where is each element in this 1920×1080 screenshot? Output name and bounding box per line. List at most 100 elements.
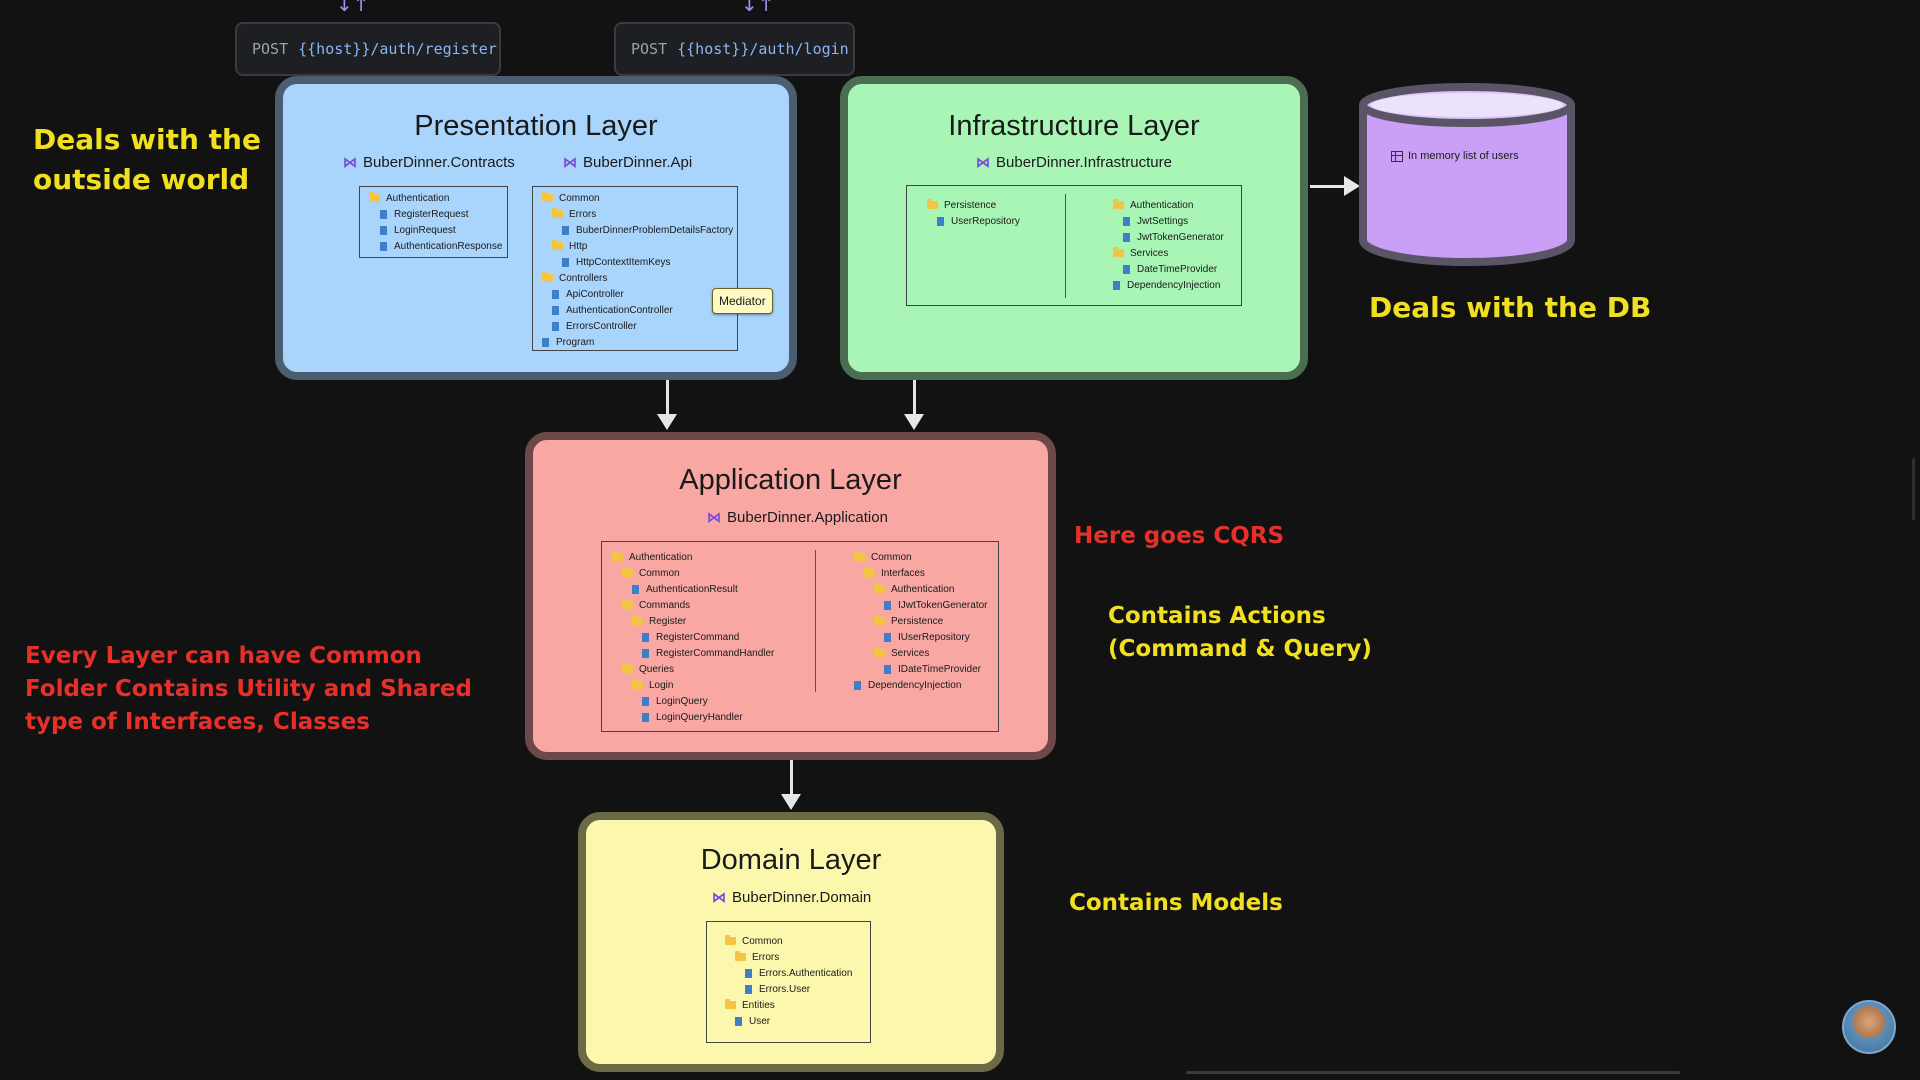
- folder-icon: [622, 567, 633, 577]
- login-request[interactable]: POST {{host}}/auth/login: [614, 22, 855, 76]
- note-actions-line1: Contains Actions: [1108, 603, 1326, 629]
- contracts-project-name: BuberDinner.Contracts: [363, 154, 515, 171]
- folder-icon: [854, 551, 865, 561]
- contracts-project: ⋈BuberDinner.Contracts: [343, 154, 515, 171]
- register-request[interactable]: POST {{host}}/auth/register: [235, 22, 501, 76]
- file-icon: [937, 216, 944, 226]
- tree-item: HttpContextItemKeys: [576, 256, 671, 268]
- tree-item: Controllers: [559, 272, 608, 284]
- file-icon: [884, 664, 891, 674]
- folder-icon: [927, 199, 938, 209]
- tree-item: Authentication: [386, 192, 450, 204]
- folder-icon: [1113, 247, 1124, 257]
- presentation-layer: Presentation Layer ⋈BuberDinner.Contract…: [275, 76, 797, 380]
- application-to-domain-head: [781, 794, 801, 810]
- file-icon: [1123, 216, 1130, 226]
- domain-tree: Common Errors Errors.Authentication Erro…: [706, 921, 871, 1043]
- folder-icon: [735, 951, 746, 961]
- infrastructure-tree: Persistence UserRepository Authenticatio…: [906, 185, 1242, 306]
- tree-item: Program: [556, 336, 595, 348]
- domain-project-name: BuberDinner.Domain: [732, 889, 872, 906]
- infrastructure-to-application-head: [904, 414, 924, 430]
- infra-to-db-arrow-line: [1310, 185, 1346, 188]
- side-scroll-handle[interactable]: [1912, 458, 1915, 520]
- scroll-indicator[interactable]: [1186, 1071, 1680, 1074]
- folder-icon: [874, 615, 885, 625]
- login-method: POST: [631, 40, 668, 58]
- tree-item: LoginQueryHandler: [656, 711, 743, 723]
- tree-item: Queries: [639, 663, 675, 675]
- folder-icon: [1113, 199, 1124, 209]
- api-tree: Common Errors BuberDinnerProblemDetailsF…: [532, 186, 738, 351]
- db-label: In memory list of users: [1391, 150, 1519, 162]
- tree-item: Persistence: [891, 615, 944, 627]
- infrastructure-to-application-line: [913, 380, 916, 416]
- note-outside-world: Deals with the outside world: [33, 120, 261, 200]
- tree-item: Common: [871, 551, 912, 563]
- tree-item: AuthenticationResult: [646, 583, 738, 595]
- folder-icon: [632, 615, 643, 625]
- file-icon: [552, 289, 559, 299]
- tree-item: BuberDinnerProblemDetailsFactory: [576, 224, 734, 236]
- visual-studio-icon: ⋈: [563, 154, 577, 170]
- tree-divider: [815, 550, 816, 692]
- folder-icon: [622, 663, 633, 673]
- domain-project: ⋈BuberDinner.Domain: [712, 889, 871, 906]
- db-label-text: In memory list of users: [1408, 150, 1519, 162]
- file-icon: [1113, 280, 1120, 290]
- tree-item: User: [749, 1015, 771, 1027]
- tree-item: Interfaces: [881, 567, 925, 579]
- folder-icon: [542, 192, 553, 202]
- visual-studio-icon: ⋈: [707, 509, 721, 525]
- database-cylinder: [1359, 83, 1575, 266]
- file-icon: [632, 584, 639, 594]
- infrastructure-project: ⋈BuberDinner.Infrastructure: [976, 154, 1172, 171]
- tree-item: JwtTokenGenerator: [1137, 231, 1224, 243]
- tree-item: Errors.Authentication: [759, 967, 853, 979]
- tree-item: IUserRepository: [898, 631, 970, 643]
- file-icon: [380, 209, 387, 219]
- note-db: Deals with the DB: [1369, 291, 1652, 324]
- presentation-layer-title: Presentation Layer: [414, 110, 658, 142]
- file-icon: [642, 648, 649, 658]
- application-tree: Authentication Common AuthenticationResu…: [601, 541, 999, 732]
- login-url: {{host}}/auth/login: [677, 40, 849, 58]
- tree-item: DependencyInjection: [868, 679, 962, 691]
- folder-icon: [552, 208, 563, 218]
- tree-item: Services: [1130, 247, 1169, 259]
- file-icon: [562, 257, 569, 267]
- infrastructure-layer: Infrastructure Layer ⋈BuberDinner.Infras…: [840, 76, 1308, 380]
- tree-item: AuthenticationResponse: [394, 240, 503, 252]
- domain-layer: Domain Layer ⋈BuberDinner.Domain Common …: [578, 812, 1004, 1072]
- folder-icon: [369, 192, 380, 202]
- api-project-name: BuberDinner.Api: [583, 154, 693, 171]
- tree-item: Commands: [639, 599, 691, 611]
- tree-item: Entities: [742, 999, 775, 1011]
- note-outside-world-line2: outside world: [33, 163, 250, 196]
- api-project: ⋈ BuberDinner.Api: [563, 154, 692, 171]
- note-common-line3: type of Interfaces, Classes: [25, 709, 370, 735]
- folder-icon: [725, 999, 736, 1009]
- domain-layer-title: Domain Layer: [700, 844, 882, 876]
- note-cqrs: Here goes CQRS: [1074, 523, 1285, 549]
- note-common-line2: Folder Contains Utility and Shared: [25, 676, 472, 702]
- file-icon: [642, 712, 649, 722]
- register-method: POST: [252, 40, 289, 58]
- tree-item: IJwtTokenGenerator: [898, 599, 988, 611]
- note-actions: Contains Actions (Command & Query): [1108, 600, 1372, 666]
- note-models: Contains Models: [1069, 890, 1283, 916]
- infra-to-db-arrow-head: [1344, 176, 1360, 196]
- tree-item: LoginRequest: [394, 224, 456, 236]
- login-request-arrow: ↓↑: [741, 0, 775, 16]
- folder-icon: [632, 679, 643, 689]
- file-icon: [1123, 264, 1130, 274]
- infrastructure-project-name: BuberDinner.Infrastructure: [996, 154, 1172, 171]
- tree-item: Register: [649, 615, 687, 627]
- tree-item: Persistence: [944, 199, 997, 211]
- presentation-to-application-line: [666, 380, 669, 416]
- folder-icon: [542, 272, 553, 282]
- application-to-domain-line: [790, 760, 793, 796]
- note-common-line1: Every Layer can have Common: [25, 643, 422, 669]
- avatar: [1842, 1000, 1896, 1054]
- file-icon: [745, 984, 752, 994]
